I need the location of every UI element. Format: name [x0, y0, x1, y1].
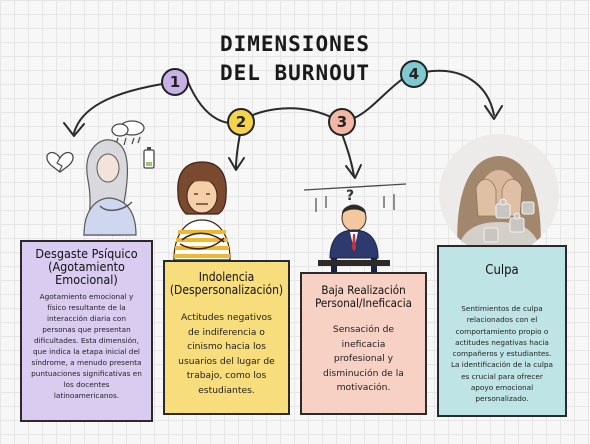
- card-4-body-line-3: comportamiento propio o: [455, 326, 549, 336]
- card-4-body-line-9: personalizado.: [475, 394, 529, 404]
- card-2-body-line-5: trabajo, como los: [186, 370, 267, 381]
- card-baja-realizacion: Baja Realización Personal/Ineficacia Sen…: [300, 272, 427, 415]
- card-3-body-line-4: disminución de la: [323, 367, 404, 379]
- rain-cloud-icon: [111, 120, 145, 146]
- broken-heart-icon: [46, 151, 74, 173]
- card-2-body-line-1: Actitudes negativos: [181, 312, 272, 323]
- question-mark-icon: ?: [346, 188, 354, 204]
- card-2-body-line-3: cinismo hacia los: [187, 341, 266, 352]
- arrowhead-4: [484, 105, 503, 120]
- sad-man-illustration: ?: [303, 183, 407, 274]
- low-battery-icon: [143, 147, 155, 169]
- indifferent-girl-illustration: [173, 161, 231, 260]
- woman-arm: [99, 201, 133, 212]
- card-1-body-line-6: que indica la etapa inicial del: [33, 347, 140, 356]
- card-4-body-line-4: actitudes negativas hacia: [455, 337, 549, 347]
- flow-branch-2: [235, 133, 241, 169]
- step-badge-2: 2: [227, 108, 255, 136]
- bench: [318, 260, 390, 266]
- card-4-body-line-7: es crucial para ofrecer: [461, 371, 543, 381]
- card-2-body-line-2: de indiferencia o: [188, 326, 265, 338]
- title-line-2: DEL BURNOUT: [219, 61, 371, 85]
- card-1-body-line-3: interacción diaria con: [47, 314, 126, 323]
- card-1-body-line-9: los docentes: [63, 380, 110, 389]
- card-4-body-line-6: La identificación de la culpa: [450, 360, 554, 370]
- flow-curve-mid: [187, 73, 411, 124]
- card-2-body-line-6: estudiantes.: [198, 384, 255, 396]
- card-4-heading: Culpa: [439, 264, 565, 277]
- title-line-1: DIMENSIONES: [219, 32, 371, 56]
- card-1-heading-line-1: Desgaste Psíquico: [35, 246, 138, 261]
- puzzle-face-photo: [439, 134, 559, 254]
- card-1-heading-line-2: (Agotamiento: [48, 259, 125, 274]
- card-1-body-line-2: físico resultante de la: [47, 303, 126, 312]
- card-1-body-line-4: personas que presentan: [42, 325, 131, 334]
- card-1-heading: Desgaste Psíquico (Agotamiento Emocional…: [22, 247, 151, 286]
- card-3-heading-line-2: Personal/Ineficacia: [315, 296, 412, 310]
- girl-face: [186, 178, 218, 214]
- card-1-heading-line-3: Emocional): [55, 272, 118, 287]
- card-2-body: Actitudes negativos de indiferencia o ci…: [165, 311, 288, 398]
- card-2-heading-line-2: (Despersonalización): [169, 283, 284, 297]
- card-desgaste-psiquico: Desgaste Psíquico (Agotamiento Emocional…: [20, 240, 153, 422]
- card-1-body-line-1: Agotamiento emocional y: [39, 292, 134, 301]
- card-3-body-line-2: ineficacia: [341, 338, 386, 350]
- shelf-line: [303, 183, 407, 191]
- step-badge-1: 1: [161, 68, 189, 96]
- man-tie: [352, 234, 356, 252]
- card-2-heading: Indolencia (Despersonalización): [165, 271, 288, 297]
- card-1-body-line-8: puntuaciones significativas en: [31, 369, 142, 378]
- card-4-body-line-5: compañeros y estudiantes.: [452, 349, 552, 359]
- flow-branch-3: [341, 133, 355, 177]
- step-badge-3: 3: [328, 108, 356, 136]
- card-1-body: Agotamiento emocional y físico resultant…: [22, 291, 151, 401]
- card-4-body-line-1: Sentimientos de culpa: [461, 304, 543, 313]
- card-indolencia: Indolencia (Despersonalización) Actitude…: [163, 260, 290, 415]
- girl-crossed-arms: [179, 232, 225, 250]
- step-badge-4: 4: [400, 60, 428, 88]
- puzzle-pieces-icon: [483, 198, 535, 243]
- flow-curve-end: [424, 69, 495, 116]
- card-3-body-line-1: Sensación de: [332, 324, 395, 335]
- woman-face: [96, 153, 120, 183]
- arrowhead-1: [63, 122, 85, 137]
- card-3-heading: Baja Realización Personal/Ineficacia: [302, 284, 425, 310]
- card-3-heading-line-1: Baja Realización: [321, 283, 406, 297]
- card-2-body-line-4: usuarios del lugar de: [178, 355, 275, 367]
- card-1-body-line-10: latinoamericanos.: [53, 391, 120, 400]
- card-culpa: Culpa Sentimientos de culpa relacionados…: [437, 245, 567, 417]
- card-1-body-line-7: síndrome, a menudo presenta: [31, 358, 142, 367]
- arrowhead-3: [345, 164, 362, 179]
- card-4-body-line-8: apoyo emocional: [470, 383, 534, 393]
- gloom-lines: [315, 194, 395, 212]
- card-1-body-line-5: dificultades. Esta dimensión,: [34, 336, 139, 345]
- exhausted-woman-illustration: [46, 120, 155, 236]
- card-4-body: Sentimientos de culpa relacionados con e…: [439, 303, 565, 405]
- card-2-heading-line-1: Indolencia: [198, 270, 255, 284]
- man-hair: [342, 205, 366, 214]
- girl-bangs: [186, 176, 220, 186]
- arrowhead-2: [228, 157, 245, 171]
- diagram-title: DIMENSIONES DEL BURNOUT: [205, 30, 385, 88]
- card-3-body-line-3: profesional y: [333, 353, 394, 364]
- card-4-heading-line-1: Culpa: [485, 263, 519, 278]
- card-3-body-line-5: motivación.: [336, 382, 391, 393]
- card-4-body-line-2: relacionados con el: [466, 315, 538, 325]
- flow-curve: [73, 81, 176, 134]
- card-3-body: Sensación de ineficacia profesional y di…: [302, 323, 425, 396]
